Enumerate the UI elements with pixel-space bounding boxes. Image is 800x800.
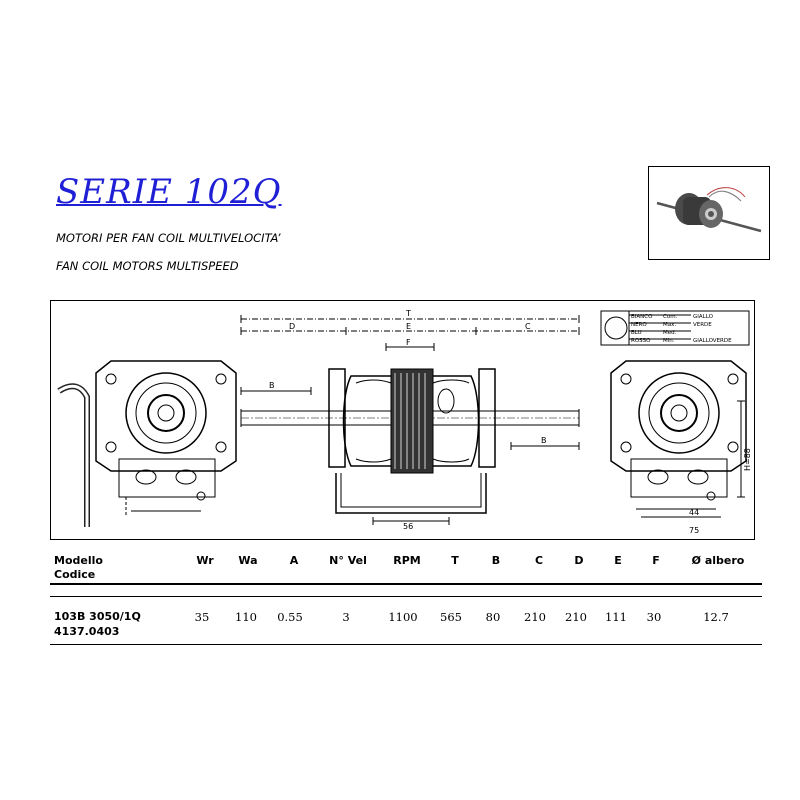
row-rpm: 1100 [388, 610, 418, 624]
row-shaft: 12.7 [703, 610, 729, 624]
dim-T: T [405, 309, 411, 318]
row-a: 0.55 [277, 610, 303, 624]
header-wr: Wr [196, 554, 214, 567]
technical-drawing: T D E C F B B 56 H=88 44 75 BIANCO Com. … [50, 300, 755, 540]
row-wa: 110 [235, 610, 257, 624]
row-d: 210 [565, 610, 587, 624]
header-b: B [491, 554, 501, 567]
dim-F: F [406, 338, 411, 347]
wire-label-giallo-verde: GIALLOVERDE [693, 338, 732, 344]
dim-C: C [525, 322, 531, 331]
header-shaft: Ø albero [691, 554, 745, 567]
row-top-divider [50, 596, 762, 597]
header-code: Codice [54, 568, 96, 581]
header-t: T [451, 554, 459, 567]
wire-rosso-speed: Min. [663, 338, 675, 344]
header-a: A [289, 554, 299, 567]
left-end-view [57, 360, 237, 527]
motor-side-view [328, 368, 496, 525]
subtitle-italian: MOTORI PER FAN COIL MULTIVELOCITA’ [56, 231, 281, 245]
wire-label-giallo: GIALLO [693, 314, 714, 320]
header-d: D [574, 554, 584, 567]
wire-blu: BLU [631, 330, 642, 336]
header-wa: Wa [238, 554, 258, 567]
product-photo [648, 166, 770, 260]
header-rpm: RPM [393, 554, 421, 567]
wire-bianco-speed: Com. [663, 314, 678, 320]
header-divider [50, 583, 762, 585]
wire-nero-speed: Max. [663, 322, 676, 328]
row-t: 565 [440, 610, 462, 624]
header-nvel: N° Vel [329, 554, 367, 567]
page-title: SERIE 102Q [56, 172, 282, 212]
header-c: C [534, 554, 544, 567]
dim-E: E [406, 322, 411, 331]
row-model: 103B 3050/1Q [54, 610, 141, 623]
row-wr: 35 [194, 610, 210, 624]
subtitle-english: FAN COIL MOTORS MULTISPEED [56, 259, 239, 273]
row-code: 4137.0403 [54, 625, 120, 638]
wiring-legend-box [600, 310, 750, 346]
dim-B-right: B [541, 436, 547, 445]
row-c: 210 [524, 610, 546, 624]
motor-dimension-drawing: T D E C F B B 56 H=88 44 75 BIANCO Com. … [57, 309, 752, 535]
row-bottom-divider [50, 644, 762, 645]
dim-height: H=88 [743, 448, 752, 471]
wire-rosso: ROSSO [631, 338, 651, 344]
wire-nero: NERO [631, 322, 647, 328]
header-e: E [614, 554, 622, 567]
dim-44: 44 [689, 508, 699, 517]
header-model: Modello [54, 554, 103, 567]
dim-base-width: 56 [403, 522, 413, 531]
dim-B-left: B [269, 381, 275, 390]
dim-D: D [289, 322, 295, 331]
row-nvel: 3 [342, 610, 350, 624]
motor-photo-image [656, 187, 762, 233]
wire-blu-speed: Med. [663, 330, 677, 336]
wire-bianco: BIANCO [631, 314, 653, 320]
header-f: F [652, 554, 660, 567]
row-b: 80 [485, 610, 501, 624]
right-end-view [610, 360, 747, 518]
row-f: 30 [646, 610, 662, 624]
row-e: 111 [605, 610, 627, 624]
dim-75: 75 [689, 526, 699, 535]
wire-label-verde: VERDE [693, 322, 712, 328]
